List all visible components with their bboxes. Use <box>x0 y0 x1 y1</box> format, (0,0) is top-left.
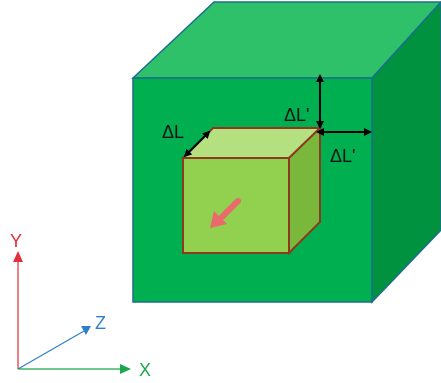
z-axis-label: Z <box>95 313 106 333</box>
y-axis-arrowhead <box>13 251 23 262</box>
dimension-arrows <box>183 74 372 158</box>
force-arrow <box>210 198 241 228</box>
x-axis-arrowhead <box>120 364 131 374</box>
delta-l-arrow <box>183 130 211 158</box>
delta-l-label: ΔL <box>162 122 184 142</box>
x-axis-label: X <box>139 360 151 380</box>
delta-l-prime-top-label: ΔL' <box>284 105 309 125</box>
delta-l-prime-side-label: ΔL' <box>330 146 355 166</box>
z-axis <box>17 330 85 370</box>
coordinate-axes: Y Z X <box>10 231 151 380</box>
y-axis-label: Y <box>10 231 22 251</box>
inner-cube <box>180 125 323 256</box>
z-axis-arrowhead <box>81 326 91 335</box>
